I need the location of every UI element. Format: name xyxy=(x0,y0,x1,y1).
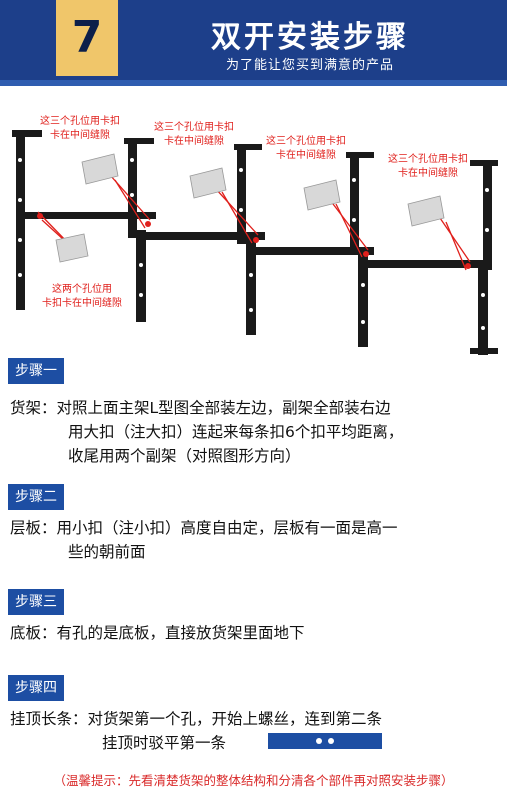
hole xyxy=(18,158,22,162)
callout-dot xyxy=(253,237,259,243)
clip-illustrations xyxy=(55,153,445,263)
hole xyxy=(361,283,365,287)
frame3-right-post xyxy=(350,152,359,252)
frame2-right-post xyxy=(237,144,246,244)
clip-icon xyxy=(189,167,227,199)
hole xyxy=(239,168,243,172)
hole xyxy=(249,308,253,312)
hole xyxy=(139,263,143,267)
frame1-left-post xyxy=(16,130,25,310)
callout-line xyxy=(439,217,471,263)
annotation-3-line2: 卡在中间缝隙 xyxy=(276,148,336,161)
frame1-top xyxy=(12,130,42,137)
annotation-1-line2: 卡在中间缝隙 xyxy=(50,128,110,141)
step-2-line-2: 些的朝前面 xyxy=(68,543,146,561)
page-subtitle: 为了能让您买到满意的产品 xyxy=(225,58,394,73)
annotation-2-line2: 卡在中间缝隙 xyxy=(164,134,224,147)
hole xyxy=(239,208,243,212)
strip-hole xyxy=(316,738,322,744)
hole xyxy=(18,198,22,202)
frame4-end-post xyxy=(478,260,488,355)
step-4-label: 步骤四 xyxy=(8,675,64,701)
hole xyxy=(249,273,253,277)
callout-dot xyxy=(37,213,43,219)
hole xyxy=(18,238,22,242)
frame1-right-post xyxy=(128,138,137,238)
annotation-5-line1: 这两个孔位用 xyxy=(52,282,112,295)
callout-lines xyxy=(37,174,471,271)
step-3-line-1: 底板：有孔的是底板，直接放货架里面地下 xyxy=(10,624,305,642)
annotation-2-line1: 这三个孔位用卡扣 xyxy=(154,120,234,133)
hole xyxy=(352,178,356,182)
page-title: 双开安装步骤 xyxy=(211,20,409,55)
hole xyxy=(139,293,143,297)
frame4-lower-beam xyxy=(362,260,490,268)
rack-frames xyxy=(12,130,498,355)
step-4-text: 挂顶长条：对货架第一个孔，开始上螺丝，连到第二条 挂顶时驳平第一条 xyxy=(10,707,500,755)
frame3-lower-post xyxy=(246,240,256,335)
step-4-line-2: 挂顶时驳平第一条 xyxy=(102,734,227,752)
callout-line xyxy=(329,199,369,251)
header-banner: 7 双开安装步骤 为了能让您买到满意的产品 xyxy=(0,0,507,86)
step-2-line-1: 层板：用小扣（注小扣）高度自由定，层板有一面是高一 xyxy=(10,519,398,537)
annotation-1-line1: 这三个孔位用卡扣 xyxy=(40,114,120,127)
callout-dot xyxy=(145,221,151,227)
annotation-4-line1: 这三个孔位用卡扣 xyxy=(388,152,468,165)
annotation-4-line2: 卡在中间缝隙 xyxy=(398,166,458,179)
strip-hole xyxy=(328,738,334,744)
step-1-line-1: 货架：对照上面主架L型图全部装左边，副架全部装右边 xyxy=(10,399,391,417)
frame2-middle-beam xyxy=(140,232,265,240)
step-1-line-3: 收尾用两个副架（对照图形方向） xyxy=(68,447,301,465)
step-3-text: 底板：有孔的是底板，直接放货架里面地下 xyxy=(10,621,500,645)
clip-icon xyxy=(407,195,445,227)
callout-dot xyxy=(465,263,471,269)
hole xyxy=(485,228,489,232)
hole xyxy=(130,193,134,197)
frame2-lower-post xyxy=(136,230,146,322)
annotation-5-line2: 卡扣卡在中间缝隙 xyxy=(42,296,122,309)
frame4-end-foot xyxy=(470,348,498,354)
hole xyxy=(130,158,134,162)
frame1-upper-beam xyxy=(16,212,156,219)
frame4-lower-post xyxy=(358,252,368,347)
step-1-line-2: 用大扣（注大扣）连起来每条扣6个扣平均距离， xyxy=(68,423,404,441)
hanging-strip-illustration xyxy=(268,733,382,749)
step-2-text: 层板：用小扣（注小扣）高度自由定，层板有一面是高一 些的朝前面 xyxy=(10,516,500,564)
rack-holes xyxy=(18,158,489,330)
clip-icon xyxy=(55,233,89,263)
frame3-middle-beam xyxy=(250,247,374,255)
step-1-text: 货架：对照上面主架L型图全部装左边，副架全部装右边 用大扣（注大扣）连起来每条扣… xyxy=(10,396,500,468)
step-number-badge: 7 xyxy=(56,0,118,76)
step-4-line-1: 挂顶长条：对货架第一个孔，开始上螺丝，连到第二条 xyxy=(10,710,383,728)
clip-icon xyxy=(81,153,119,185)
frame4-right-post xyxy=(483,160,492,270)
callout-dot xyxy=(363,251,369,257)
callout-line xyxy=(214,187,259,236)
step-2-label: 步骤二 xyxy=(8,484,64,510)
hole xyxy=(481,293,485,297)
hole xyxy=(352,218,356,222)
frame4-right-cap xyxy=(470,160,498,166)
callout-points xyxy=(37,213,471,269)
hole xyxy=(18,273,22,277)
warm-tip: （温馨提示：先看清楚货架的整体结构和分清各个部件再对照安装步骤） xyxy=(53,773,454,788)
hole xyxy=(481,326,485,330)
frame3-right-cap xyxy=(346,152,374,158)
clip-icon xyxy=(303,179,341,211)
annotation-3-line1: 这三个孔位用卡扣 xyxy=(266,134,346,147)
hole xyxy=(361,320,365,324)
callout-line xyxy=(445,221,467,271)
frame2-right-cap xyxy=(234,144,262,150)
step-1-label: 步骤一 xyxy=(8,358,64,384)
step-3-label: 步骤三 xyxy=(8,589,64,615)
header-stripe xyxy=(0,80,507,86)
hole xyxy=(485,188,489,192)
callout-line xyxy=(335,203,363,258)
callout-line xyxy=(221,191,253,244)
callout-line xyxy=(114,179,146,229)
rack-assembly-diagram: 这三个孔位用卡扣 卡在中间缝隙 这三个孔位用卡扣 卡在中间缝隙 这三个孔位用卡扣… xyxy=(12,114,498,355)
frame1-right-cap xyxy=(124,138,154,144)
